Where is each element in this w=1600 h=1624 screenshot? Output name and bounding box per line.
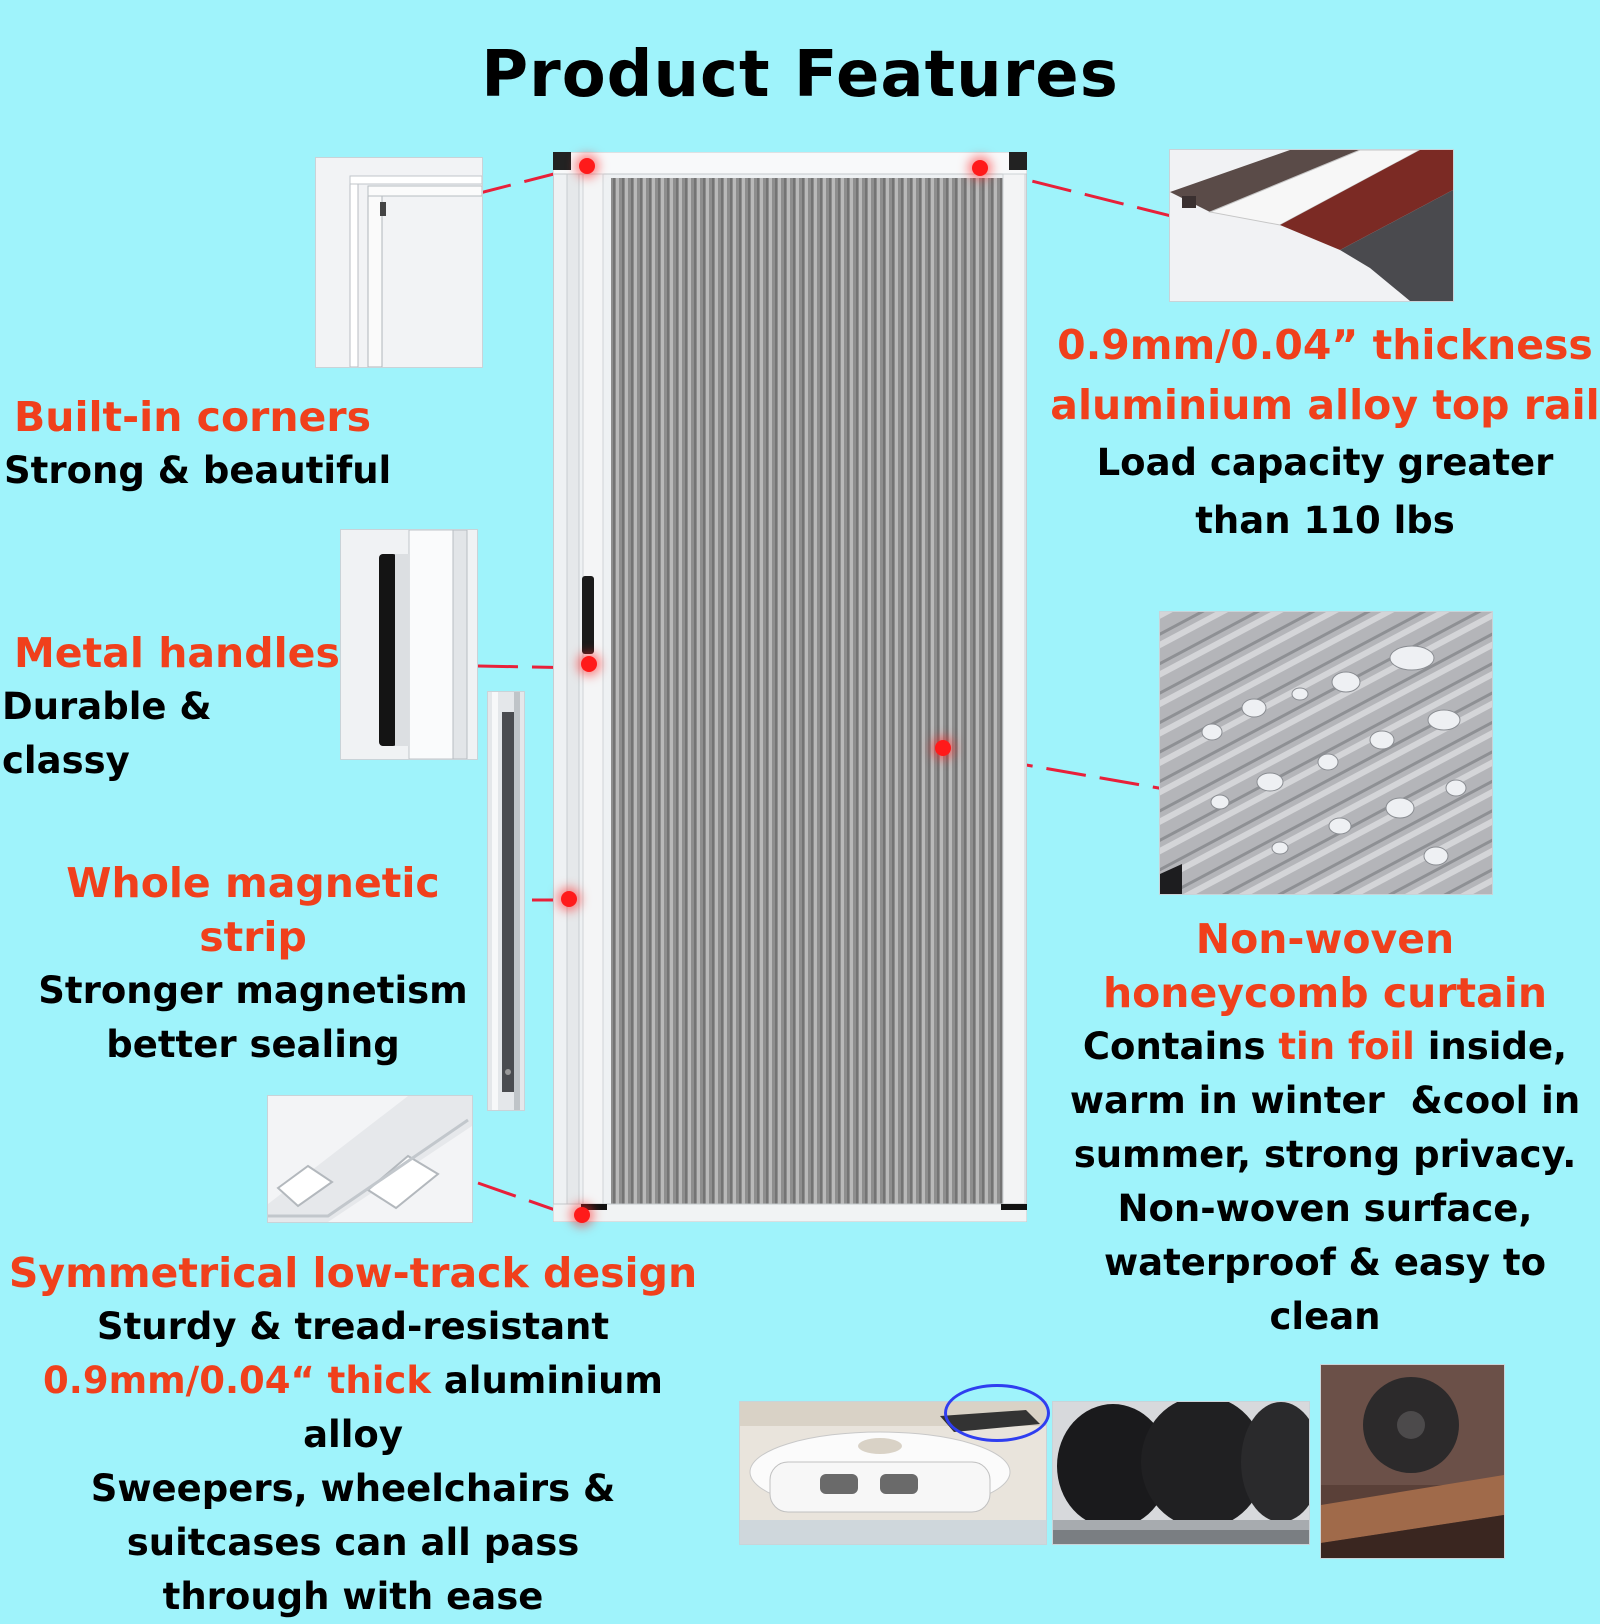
feature-curtain: Non-woven honeycomb curtain Contains tin… — [1050, 912, 1600, 1344]
marker-top-left-corner — [579, 158, 595, 174]
corner-detail-image — [316, 158, 482, 367]
marker-magnetic-strip — [561, 891, 577, 907]
track-line2-black: aluminium alloy — [303, 1359, 663, 1456]
magnetic-sub2: better sealing — [106, 1023, 400, 1066]
low-track-image — [268, 1096, 472, 1222]
track-line2: 0.9mm/0.04“ thick aluminium alloy — [0, 1354, 706, 1462]
feature-magnetic-strip: Whole magnetic strip Stronger magnetism … — [30, 856, 476, 1072]
highlight-ellipse — [944, 1384, 1050, 1442]
wheelchair-wheels-image — [1053, 1402, 1309, 1544]
magnetic-heading: Whole magnetic strip — [66, 859, 440, 961]
feature-handles: Metal handles Durable & classy — [2, 626, 344, 788]
curtain-line3: summer, strong privacy. — [1073, 1133, 1577, 1176]
curtain-heading2: honeycomb curtain — [1102, 969, 1548, 1017]
track-line3: Sweepers, wheelchairs & — [90, 1467, 616, 1510]
curtain-line2: warm in winter &cool in — [1069, 1079, 1581, 1122]
curtain-line5: waterproof & easy to clean — [1103, 1241, 1547, 1338]
suitcase-wheel-image — [1321, 1365, 1504, 1558]
handle-detail-image — [341, 530, 477, 759]
magnetic-sub1: Stronger magnetism — [38, 969, 468, 1012]
curtain-line1-red: tin foil — [1278, 1025, 1415, 1068]
waterproof-curtain-image — [1160, 612, 1492, 894]
feature-top-rail: 0.9mm/0.04” thickness aluminium alloy to… — [1050, 318, 1600, 548]
curtain-heading1: Non-woven — [1195, 915, 1455, 963]
magnetic-strip-image — [488, 692, 524, 1110]
handles-heading: Metal handles — [14, 629, 340, 677]
track-line5: through with ease — [162, 1575, 544, 1618]
top-rail-sub1: Load capacity greater — [1096, 441, 1554, 484]
track-line1: Sturdy & tread-resistant — [96, 1305, 610, 1348]
track-heading: Symmetrical low-track design — [8, 1249, 698, 1297]
top-rail-heading2: aluminium alloy top rail — [1050, 381, 1600, 429]
corners-heading: Built-in corners — [14, 393, 371, 441]
corners-sub: Strong & beautiful — [4, 449, 392, 492]
marker-bottom-track — [574, 1207, 590, 1223]
handles-sub: Durable & classy — [2, 685, 212, 782]
feature-corners: Built-in corners Strong & beautiful — [4, 390, 394, 498]
marker-top-rail — [972, 160, 988, 176]
screen-door-image — [552, 151, 1028, 1223]
top-rail-sub2: than 110 lbs — [1195, 499, 1455, 542]
curtain-line1: Contains tin foil inside, — [1050, 1020, 1600, 1074]
track-line4: suitcases can all pass — [126, 1521, 580, 1564]
page-title: Product Features — [481, 38, 1119, 112]
track-line2-red: 0.9mm/0.04“ thick — [43, 1359, 431, 1402]
curtain-line1-a: Contains — [1082, 1025, 1279, 1068]
top-rail-profiles-image — [1170, 150, 1453, 301]
curtain-line1-b: inside, — [1414, 1025, 1568, 1068]
marker-handle — [581, 656, 597, 672]
curtain-line4: Non-woven surface, — [1117, 1187, 1533, 1230]
feature-low-track: Symmetrical low-track design Sturdy & tr… — [0, 1246, 706, 1624]
top-rail-heading1: 0.9mm/0.04” thickness — [1057, 321, 1593, 369]
marker-curtain — [935, 740, 951, 756]
